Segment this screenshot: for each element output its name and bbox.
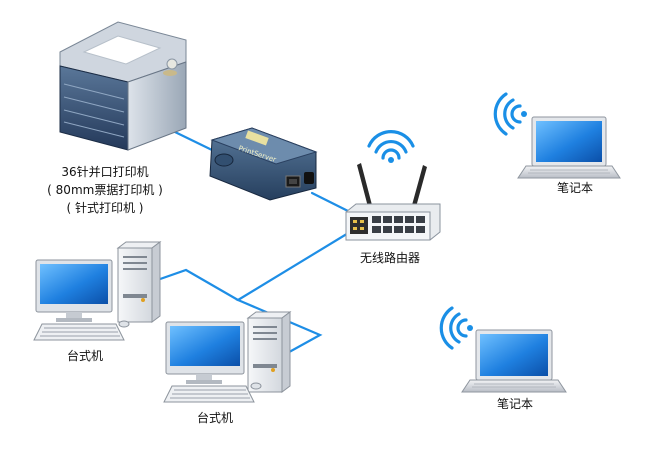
desktop-center-label: 台式机 <box>196 411 233 425</box>
print-server: PrintServer <box>209 127 318 201</box>
printer-label-line3: ( 针式打印机 ) <box>66 201 144 215</box>
desktop-left-label: 台式机 <box>66 349 103 363</box>
cable-printer-server <box>173 130 214 152</box>
desktop-center <box>163 311 292 403</box>
router-wifi-icon <box>367 129 415 160</box>
laptop-top-wifi-icon <box>493 92 522 136</box>
router-label: 无线路由器 <box>359 251 420 265</box>
laptop-bottom <box>439 306 567 393</box>
laptop-top-label: 笔记本 <box>556 181 593 195</box>
laptop-top <box>493 92 621 179</box>
laptop-bottom-label: 笔记本 <box>496 397 533 411</box>
printer-label-line2: ( 80mm票据打印机 ) <box>47 183 163 197</box>
laptop-bottom-wifi-icon <box>439 306 468 350</box>
wireless-router <box>345 129 441 241</box>
printer-label-line1: 36针并口打印机 <box>61 165 149 179</box>
cable-server-router <box>310 191 352 214</box>
desktop-left <box>33 241 162 341</box>
printer <box>59 21 187 151</box>
